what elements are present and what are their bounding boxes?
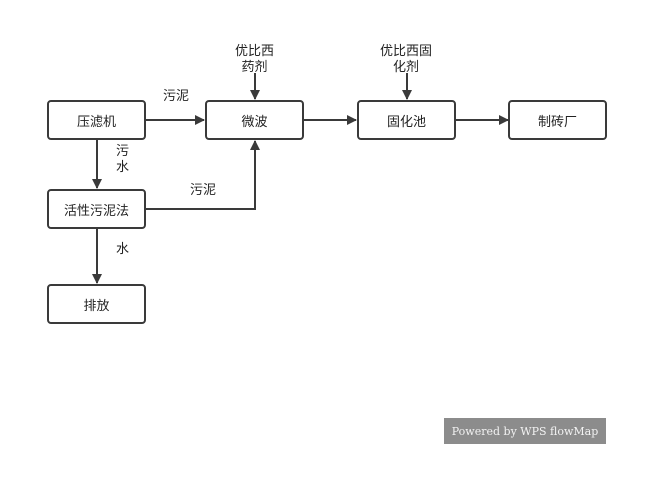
- arrow-sludge-method-to-microwave: [145, 140, 260, 210]
- wps-flowmap-watermark: Powered by WPS flowMap: [444, 418, 606, 444]
- node-discharge[interactable]: 排放: [47, 284, 146, 324]
- label-curing-agent-to-solidify: 优比西固 化剂: [380, 44, 433, 75]
- node-brick[interactable]: 制砖厂: [508, 100, 607, 140]
- node-press[interactable]: 压滤机: [47, 100, 146, 140]
- label-reagent-to-microwave: 优比西 药剂: [235, 44, 275, 75]
- node-microwave[interactable]: 微波: [205, 100, 304, 140]
- label-press-to-microwave: 污泥: [163, 89, 190, 104]
- label-press-to-sludge-method: 污 水: [116, 144, 130, 175]
- label-sludge-method-to-discharge: 水: [116, 242, 130, 257]
- node-sludge-method[interactable]: 活性污泥法: [47, 189, 146, 229]
- label-sludge-method-to-microwave: 污泥: [190, 183, 217, 198]
- node-solidify[interactable]: 固化池: [357, 100, 456, 140]
